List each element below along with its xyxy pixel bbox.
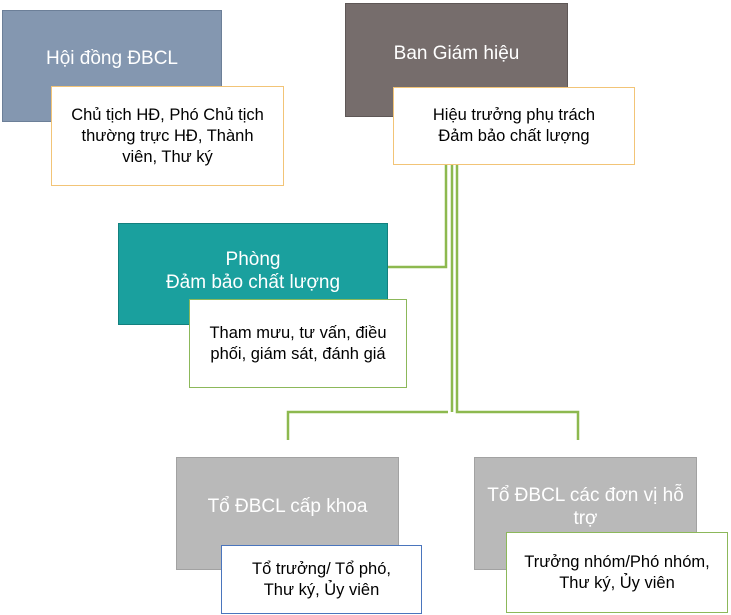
- council-box: Hội đồng ĐBCL: [2, 10, 222, 122]
- connector-trunk-to-faculty: [286, 410, 448, 440]
- faculty-team-detail: Tổ trưởng/ Tổ phó, Thư ký, Ủy viên: [252, 559, 391, 599]
- board-detail: Hiệu trưởng phụ trách Đảm bảo chất lượng: [432, 106, 596, 145]
- qa-office-detail: Tham mưu, tư vấn, điều phối, giám sát, đ…: [209, 323, 387, 363]
- faculty-team-detail-box: Tổ trưởng/ Tổ phó, Thư ký, Ủy viên: [221, 545, 422, 614]
- connector-board-to-qa: [388, 165, 448, 269]
- council-title: Hội đồng ĐBCL: [45, 48, 179, 69]
- faculty-team-title: Tổ ĐBCL cấp khoa: [207, 496, 368, 517]
- support-team-title: Tổ ĐBCL các đơn vị hỗ trợ: [487, 485, 684, 529]
- council-detail-box: Chủ tịch HĐ, Phó Chủ tịch thường trực HĐ…: [51, 86, 284, 186]
- qa-office-detail-box: Tham mưu, tư vấn, điều phối, giám sát, đ…: [189, 299, 407, 388]
- support-team-detail: Trưởng nhóm/Phó nhóm, Thư ký, Ủy viên: [524, 552, 710, 592]
- council-detail: Chủ tịch HĐ, Phó Chủ tịch thường trực HĐ…: [71, 105, 264, 166]
- board-detail-box: Hiệu trưởng phụ trách Đảm bảo chất lượng: [393, 87, 635, 165]
- support-team-detail-box: Trưởng nhóm/Phó nhóm, Thư ký, Ủy viên: [506, 532, 728, 613]
- connector-board-to-support: [455, 165, 580, 440]
- qa-office-title: Phòng Đảm bảo chất lượng: [165, 249, 341, 293]
- board-title: Ban Giám hiệu: [393, 43, 520, 64]
